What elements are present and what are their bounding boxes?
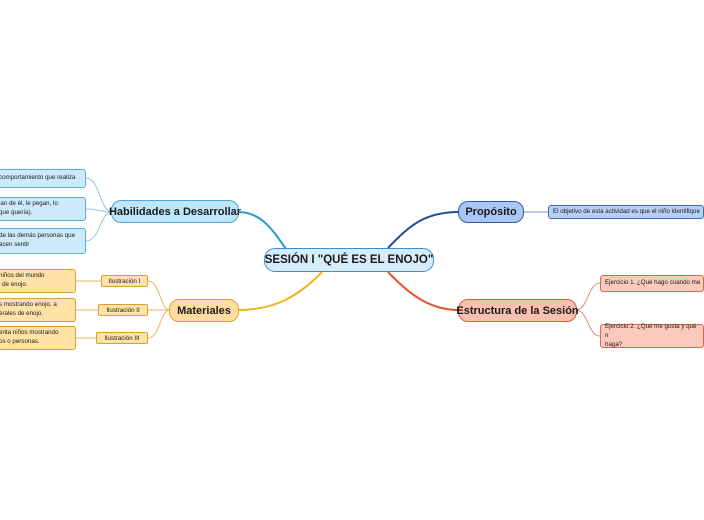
connector-materiales-tag-1 [147,280,171,311]
estructura-leaf-1[interactable]: Ejercicio 1. ¿Qué hago cuando me [600,275,704,292]
proposito-leaf[interactable]: El objetivo de esta actividad es que el … [548,205,704,219]
connector-materiales [237,271,323,311]
connector-habilidades-leaf-3 [85,211,113,242]
materiales-tag-1[interactable]: Ilustración I [101,275,148,287]
connector-habilidades-leaf-2 [85,208,113,213]
habilidades-leaf-3[interactable]: de las demás personas que acen sentir [0,228,86,254]
habilidades-leaf-1[interactable]: comportamiento que realiza [0,169,86,188]
connector-estructura-leaf-2 [575,309,601,337]
habilidades-leaf-2[interactable]: jan de él, le pegan, lo que quería). [0,197,86,221]
connector-proposito [387,211,460,249]
materiales-leaf-2[interactable]: s mostrando enojo, a erales de enojo. [0,298,76,322]
materiales-tag-3[interactable]: Ilustración III [96,332,148,344]
branch-materiales[interactable]: Materiales [169,299,239,322]
materiales-leaf-3[interactable]: enta niños mostrando os o personas. [0,326,76,350]
connector-estructura-leaf-1 [575,282,601,311]
connector-habilidades-leaf-1 [85,177,113,213]
estructura-leaf-2[interactable]: Ejercicio 2. ¿Qué me gusta y qué n haga? [600,323,704,348]
connector-materiales-tag-3 [147,309,171,339]
branch-estructura[interactable]: Estructura de la Sesión [456,299,579,322]
connector-estructura [387,271,460,311]
materiales-tag-2[interactable]: Ilustración II [98,304,148,316]
materiales-leaf-1[interactable]: niños del mundo l de enojo. [0,269,76,293]
central-topic[interactable]: SESIÓN I "QUÉ ES EL ENOJO" [264,248,434,272]
branch-proposito[interactable]: Propósito [458,201,524,223]
branch-habilidades[interactable]: Habilidades a Desarrollar [109,200,241,223]
